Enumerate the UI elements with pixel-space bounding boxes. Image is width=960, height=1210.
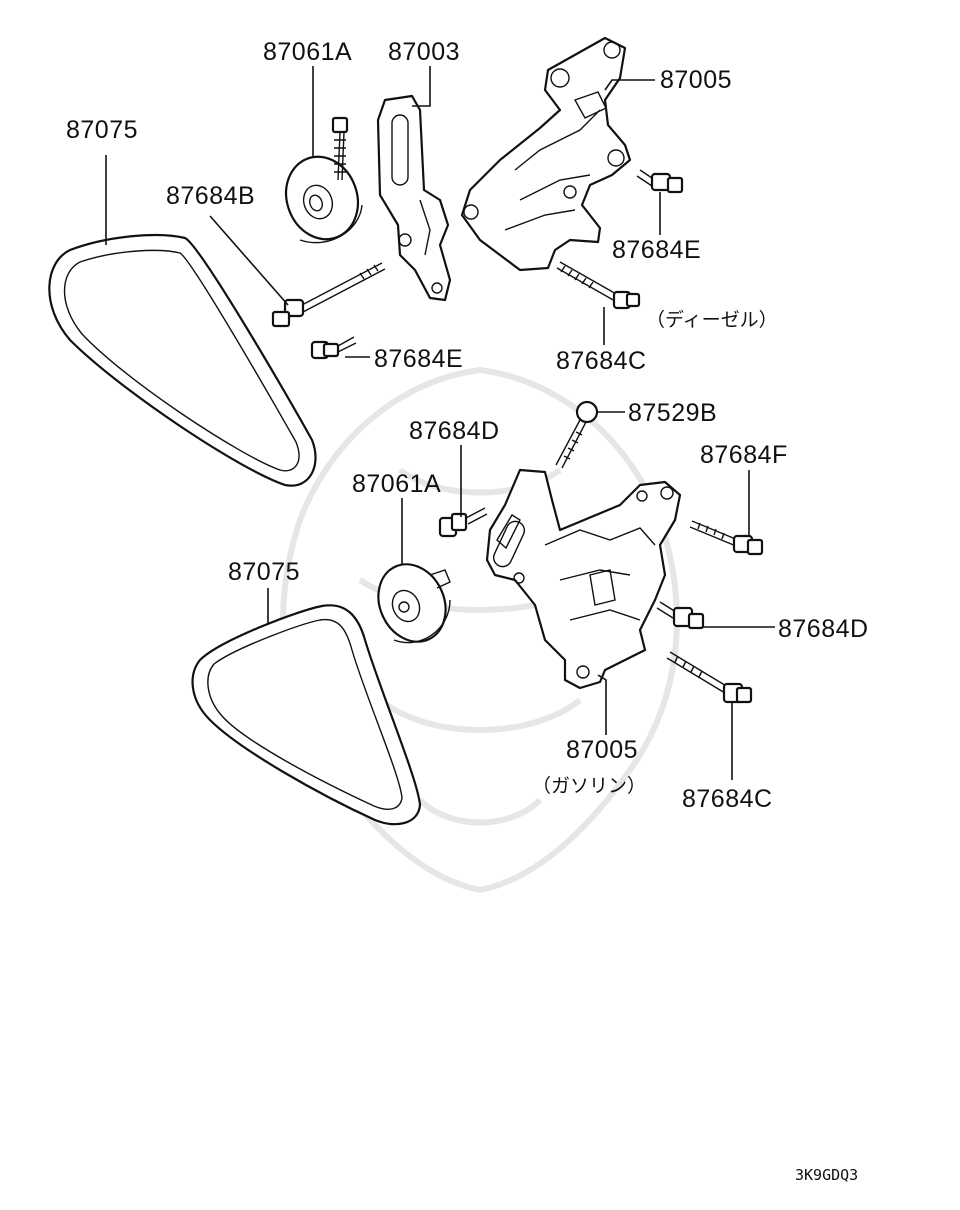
lower-pulley [377, 563, 451, 644]
lower-leaders [267, 411, 775, 780]
lower-pulley-label: 87061A [352, 470, 441, 498]
upper-pulley [285, 155, 363, 244]
lower-bracket [485, 468, 682, 690]
lower-bolt-529b-label: 87529B [628, 399, 717, 427]
tensioner-bracket-label: 87003 [388, 38, 460, 66]
diesel-note: （ディーゼル） [646, 309, 778, 331]
lower-bolt-d-right [656, 601, 705, 630]
lower-bracket-label: 87005 [566, 736, 638, 764]
lower-bolt-d-top [438, 507, 488, 538]
lower-bolt-d-top-label: 87684D [409, 417, 500, 445]
upper-bolt-e-right [636, 169, 684, 194]
lower-bolt-c [666, 651, 753, 704]
upper-assembly: 87075 87061A 87003 87005 87684B 87684E （… [48, 36, 778, 487]
upper-bolt-e-left-label: 87684E [374, 345, 463, 373]
upper-bolt-e-right-label: 87684E [612, 236, 701, 264]
upper-belt [48, 234, 317, 487]
upper-bolt-c-label: 87684C [556, 347, 647, 375]
lower-bolt-529b [555, 400, 599, 469]
upper-main-bracket [460, 36, 632, 272]
lower-belt [191, 604, 422, 826]
upper-leaders [105, 66, 661, 358]
upper-bolt-e-left [310, 336, 357, 360]
lower-bolt-f [689, 520, 764, 556]
lower-assembly: 87529B 87684D 87684F 87061A 87075 87684D… [191, 399, 869, 826]
upper-bolt-b-label: 87684B [166, 182, 255, 210]
upper-pulley-bolt [331, 116, 349, 181]
lower-bolt-c-label: 87684C [682, 785, 773, 813]
upper-main-bracket-label: 87005 [660, 66, 732, 94]
lower-bolt-f-label: 87684F [700, 441, 788, 469]
gasoline-note: （ガソリン） [532, 775, 646, 797]
upper-bolt-c [556, 261, 641, 310]
upper-bolt-b [271, 262, 386, 328]
lower-belt-label: 87075 [228, 558, 300, 586]
upper-belt-label: 87075 [66, 116, 138, 144]
lower-bolt-d-right-label: 87684D [778, 615, 869, 643]
diagram-code: 3K9GDQ3 [795, 1166, 858, 1184]
tensioner-bracket [376, 94, 452, 302]
upper-pulley-label: 87061A [263, 38, 352, 66]
